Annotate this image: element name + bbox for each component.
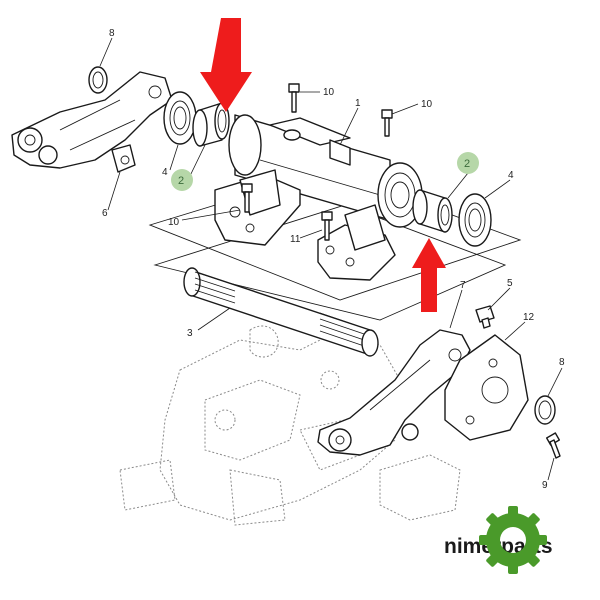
callout-seal-top-left: 8 xyxy=(109,28,115,39)
callout-bearing-left: 4 xyxy=(162,167,168,178)
callout-shaft-housing: 1 xyxy=(355,98,361,109)
bearing-right xyxy=(458,193,492,247)
callout-seal-right: 8 xyxy=(559,357,565,368)
leader-lines xyxy=(99,37,563,481)
shaft-housing xyxy=(214,114,423,281)
bearing-left xyxy=(163,91,197,145)
bolt-left-bracket xyxy=(241,183,253,213)
gear-icon xyxy=(479,506,547,574)
highlight-badge-right: 2 xyxy=(457,152,479,174)
callout-plate: 12 xyxy=(523,312,535,323)
plug xyxy=(475,305,495,329)
callout-bolt-top-center: 10 xyxy=(323,87,335,98)
callout-splined-shaft: 3 xyxy=(187,328,193,339)
highlight-badge-right-label: 2 xyxy=(464,158,470,170)
red-arrow-down xyxy=(200,18,252,112)
callout-bolt-top-right: 10 xyxy=(421,99,433,110)
red-arrow-up xyxy=(412,238,446,312)
brand-logo: nimerparts xyxy=(444,506,553,574)
bolt-top-center xyxy=(288,83,300,113)
plate xyxy=(444,334,529,441)
callout-plug: 5 xyxy=(507,278,513,289)
bushing-right xyxy=(412,189,453,233)
bolt-top-right xyxy=(381,109,393,137)
left-lever xyxy=(11,71,173,173)
highlight-badge-left-circle xyxy=(171,169,193,191)
callout-labels: 8 10 1 10 4 6 10 11 4 3 7 5 12 8 9 xyxy=(102,28,565,491)
callout-bolt-left-bracket: 10 xyxy=(168,217,180,228)
bushing-left xyxy=(192,102,230,147)
callout-lever-right: 7 xyxy=(460,280,466,291)
seal-top-left xyxy=(88,66,108,94)
seal-right xyxy=(534,395,556,425)
callout-bearing-right: 4 xyxy=(508,170,514,181)
splined-shaft xyxy=(183,267,379,357)
callout-lever-left-pivot: 6 xyxy=(102,208,108,219)
bolt-bottom-right xyxy=(545,432,561,459)
highlight-badge-left: 2 xyxy=(171,169,193,191)
callout-bolt-bottom-right: 9 xyxy=(542,480,548,491)
bolt-right-bracket xyxy=(321,211,333,241)
highlight-badge-right-circle xyxy=(457,152,479,174)
callout-bolt-right-bracket: 11 xyxy=(290,234,301,245)
highlight-badge-left-label: 2 xyxy=(178,175,184,187)
